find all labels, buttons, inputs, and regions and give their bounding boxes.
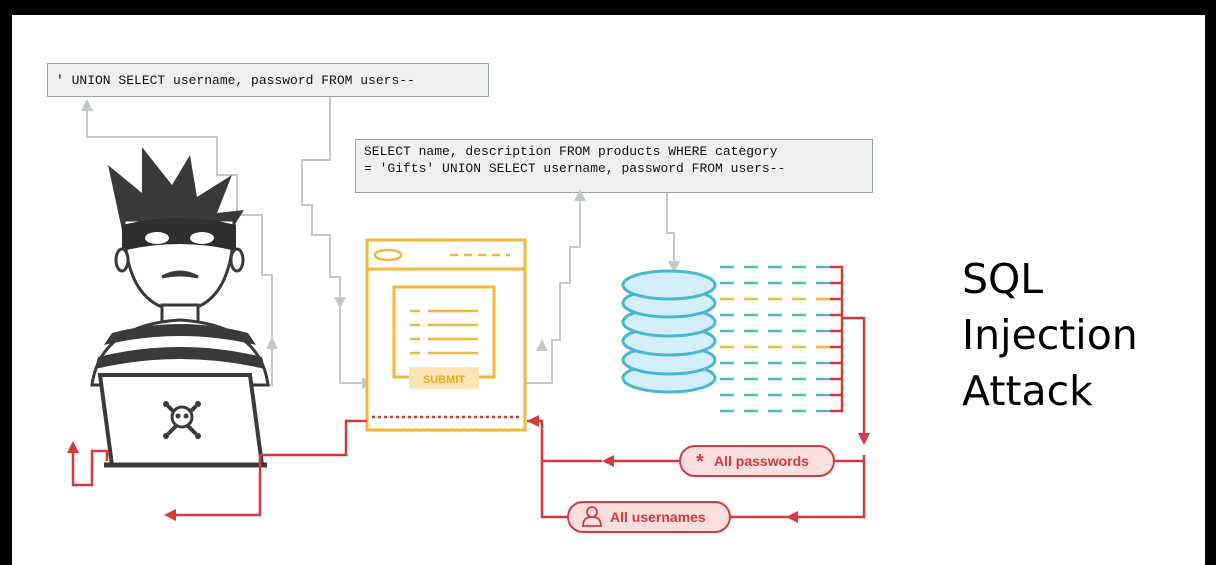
arrow-left-icon [527, 415, 539, 427]
all-passwords-label: All passwords [714, 453, 809, 469]
request-flow-arrows [81, 99, 680, 389]
arrow-up-icon [574, 189, 586, 201]
arrow-down-icon [858, 433, 870, 445]
injection-payload-box: ' UNION SELECT username, password FROM u… [47, 63, 489, 97]
arrow-up-icon [81, 99, 93, 111]
browser-pill-icon [373, 248, 403, 262]
submit-button-shape [409, 367, 479, 389]
injection-payload-text: ' UNION SELECT username, password FROM u… [56, 73, 415, 88]
asterisk-icon: * [696, 451, 704, 473]
arrow-down-icon [668, 261, 680, 273]
arrow-left-icon [602, 455, 614, 467]
arrow-left-icon [164, 509, 176, 521]
web-form-window: SUBMIT [365, 238, 527, 432]
sql-query-line-2: = 'Gifts' UNION SELECT username, passwor… [364, 161, 786, 176]
all-usernames-label: All usernames [610, 509, 706, 525]
diagram-canvas: ' UNION SELECT username, password FROM u… [12, 15, 1205, 565]
database-rows [720, 265, 844, 413]
title-line-3: Attack [962, 367, 1093, 415]
sql-query-line-1: SELECT name, description FROM products W… [364, 144, 778, 159]
skull-icon [163, 401, 201, 439]
arrow-up-icon [67, 441, 79, 453]
title-line-1: SQL [962, 255, 1044, 303]
diagram-title: SQL Injection Attack [962, 251, 1138, 419]
hacker-hair [108, 147, 244, 237]
diagram-graphics: SUBMIT [67, 97, 870, 533]
response-flow-lines [71, 316, 866, 519]
submit-button-label[interactable]: SUBMIT [423, 374, 465, 386]
arrow-up-icon [266, 337, 278, 349]
all-passwords-pill: * All passwords [679, 445, 835, 477]
all-usernames-pill: All usernames [567, 501, 731, 533]
sql-query-box: SELECT name, description FROM products W… [355, 139, 873, 193]
arrow-left-icon [786, 511, 798, 523]
database-icon [621, 269, 717, 394]
arrow-up-icon [536, 339, 548, 351]
user-icon [582, 506, 602, 527]
hacker-figure [90, 147, 270, 468]
arrow-down-icon [334, 297, 346, 309]
response-flow-arrows [67, 415, 870, 523]
title-line-2: Injection [962, 311, 1138, 359]
